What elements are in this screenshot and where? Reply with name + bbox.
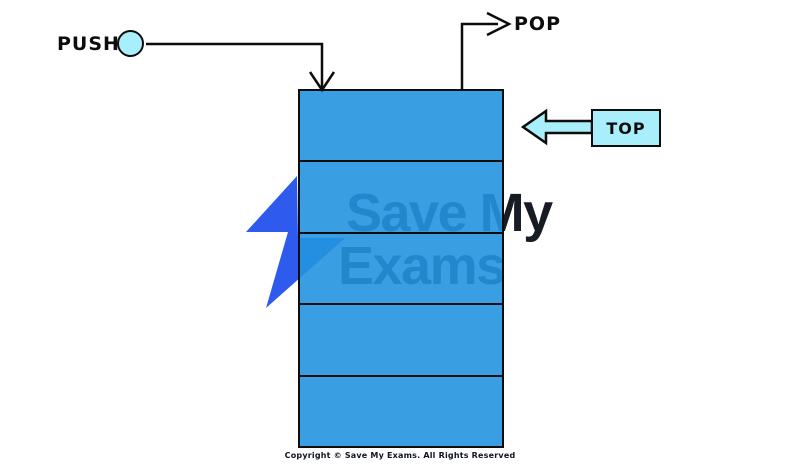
top-label: TOP [606,118,646,138]
copyright-text: Copyright © Save My Exams. All Rights Re… [284,451,516,460]
top-pointer-box: TOP [591,109,661,147]
pop-label: POP [514,13,562,35]
stack-cell-4 [300,305,502,377]
stack-container [298,89,504,448]
stack-cell-1 [300,91,502,163]
stack-cell-2 [300,162,502,234]
stack-cell-5 [300,377,502,446]
push-node-circle [117,30,144,57]
stack-cell-3 [300,234,502,306]
push-label: PUSH [57,33,120,55]
